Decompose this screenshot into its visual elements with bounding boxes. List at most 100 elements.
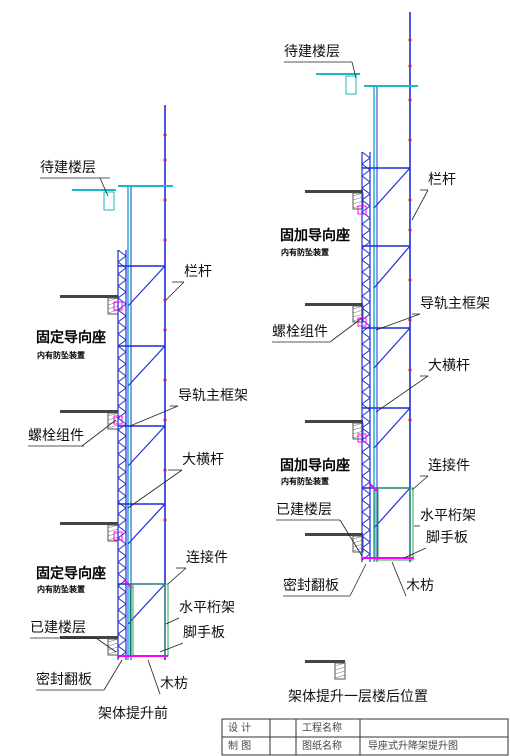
after-truss-diag bbox=[361, 259, 371, 267]
after-railing-dot bbox=[408, 38, 412, 42]
after-floor-2-slab bbox=[305, 303, 363, 306]
after-floor-2-hatch-line bbox=[352, 313, 364, 318]
after-floor-4-slab bbox=[305, 533, 363, 536]
before-label-railing: 栏杆 bbox=[184, 264, 212, 280]
leader-line bbox=[403, 547, 427, 559]
after-label-large-crossbar: 大横杆 bbox=[428, 358, 470, 374]
after-truss-diag bbox=[361, 517, 371, 525]
before-truss-diag bbox=[117, 375, 127, 383]
before-guide-seat-0 bbox=[113, 301, 123, 311]
before-label-floor-to-build: 待建楼层 bbox=[40, 160, 96, 176]
before-floor-2-hatch-line bbox=[107, 424, 119, 429]
after-truss-diag bbox=[361, 349, 371, 357]
before-floor-3-hatch-line bbox=[107, 528, 119, 533]
after-truss-diag bbox=[361, 451, 371, 459]
before-truss-diag bbox=[117, 567, 127, 575]
after-floor-1-hatch-line bbox=[352, 196, 364, 201]
before-floor-1-hatch-line bbox=[107, 297, 119, 302]
before-truss-diag bbox=[117, 585, 127, 593]
after-label-connector: 连接件 bbox=[428, 458, 470, 474]
before-truss-diag bbox=[117, 591, 127, 599]
leader-line bbox=[103, 659, 123, 691]
after-truss-diag bbox=[361, 499, 371, 507]
after-truss-diag bbox=[361, 151, 371, 159]
before-railing-dot bbox=[163, 198, 167, 202]
before-truss-diag bbox=[117, 537, 127, 545]
after-lift-structure bbox=[305, 12, 418, 680]
before-truss-diag bbox=[117, 477, 127, 485]
after-truss-diag bbox=[361, 421, 371, 429]
before-truss-diag bbox=[117, 615, 127, 623]
before-floor-3-slab bbox=[60, 522, 118, 525]
after-truss-diag bbox=[361, 283, 371, 291]
after-floor-3-slab bbox=[305, 420, 363, 423]
before-truss-diag bbox=[117, 423, 127, 431]
after-truss-diag bbox=[361, 277, 371, 285]
before-truss-diag bbox=[117, 381, 127, 389]
before-floor-3-hatch-line bbox=[107, 536, 119, 541]
before-floor-4-slab bbox=[60, 636, 118, 639]
before-truss-diag bbox=[117, 273, 127, 281]
before-truss-diag bbox=[117, 447, 127, 455]
after-truss-diag bbox=[361, 379, 371, 387]
after-truss-diag bbox=[361, 235, 371, 243]
after-floor-5-hatch-line bbox=[334, 670, 346, 675]
after-diagonal-1 bbox=[373, 245, 411, 289]
after-truss-diag bbox=[361, 493, 371, 501]
after-railing-dot bbox=[408, 318, 412, 322]
after-truss-diag bbox=[361, 193, 371, 201]
before-diagonal-3 bbox=[127, 503, 166, 545]
after-floor-5-slab bbox=[305, 660, 345, 663]
after-floor-3-hatch-line bbox=[352, 426, 364, 431]
after-truss-diag bbox=[361, 211, 371, 219]
after-truss-diag bbox=[361, 217, 371, 225]
leader-line bbox=[99, 177, 109, 197]
before-truss-diag bbox=[117, 315, 127, 323]
before-truss-diag bbox=[117, 351, 127, 359]
after-label-anti-fall-1: 内有防坠装置 bbox=[281, 248, 329, 257]
after-truss-diag bbox=[361, 463, 371, 471]
before-truss-diag bbox=[117, 513, 127, 521]
after-truss-diag bbox=[361, 187, 371, 195]
before-truss-diag bbox=[117, 363, 127, 371]
before-caption: 架体提升前 bbox=[98, 706, 168, 722]
before-truss-diag bbox=[117, 333, 127, 341]
after-floor-2-hatch-line bbox=[352, 309, 364, 314]
before-truss-diag bbox=[117, 573, 127, 581]
after-truss-diag bbox=[361, 199, 371, 207]
before-truss-diag bbox=[117, 267, 127, 275]
after-truss-diag bbox=[361, 391, 371, 399]
after-railing-dot bbox=[408, 418, 412, 422]
leader-line bbox=[411, 475, 429, 491]
after-truss-diag bbox=[361, 223, 371, 231]
before-truss-diag bbox=[117, 309, 127, 317]
before-truss-diag bbox=[117, 609, 127, 617]
after-label-railing: 栏杆 bbox=[428, 172, 456, 188]
after-truss-diag bbox=[361, 313, 371, 321]
before-truss-diag bbox=[117, 471, 127, 479]
after-truss-diag bbox=[361, 265, 371, 273]
after-floor-4-hatch-line bbox=[352, 535, 364, 540]
after-railing-dot bbox=[408, 138, 412, 142]
after-truss-diag bbox=[361, 529, 371, 537]
before-truss-diag bbox=[117, 399, 127, 407]
before-truss-diag bbox=[117, 483, 127, 491]
leader-line bbox=[147, 659, 161, 695]
after-label-scaffold-board: 脚手板 bbox=[426, 530, 468, 546]
before-truss-diag bbox=[117, 519, 127, 527]
after-truss-diag bbox=[361, 289, 371, 297]
after-truss-diag bbox=[361, 541, 371, 549]
title-block-grid bbox=[221, 718, 509, 756]
after-railing-dot bbox=[408, 368, 412, 372]
before-truss-diag bbox=[117, 393, 127, 401]
before-truss-diag bbox=[117, 387, 127, 395]
before-truss-diag bbox=[117, 633, 127, 641]
after-truss-diag bbox=[361, 175, 371, 183]
before-truss-diag bbox=[117, 561, 127, 569]
before-truss-diag bbox=[117, 321, 127, 329]
before-truss-diag bbox=[117, 501, 127, 509]
after-floor-5-hatch-line bbox=[334, 674, 346, 679]
leader-line bbox=[351, 61, 357, 79]
before-truss-diag bbox=[117, 279, 127, 287]
after-truss-diag bbox=[361, 355, 371, 363]
